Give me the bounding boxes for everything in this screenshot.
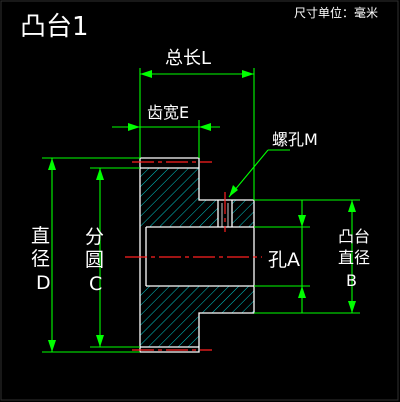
- arrow-L-right: [242, 70, 254, 78]
- arrow-E-right: [199, 123, 211, 131]
- label-pitch-2: 圆: [85, 249, 104, 271]
- arrow-A-bottom: [298, 286, 306, 298]
- arrow-D-bottom: [48, 340, 56, 352]
- label-hole: 孔A: [268, 249, 300, 271]
- dimension-arrows: [48, 70, 356, 352]
- section-lower: [140, 286, 254, 347]
- label-boss-1: 凸台: [338, 227, 370, 246]
- label-boss-2: 直径: [338, 248, 370, 267]
- label-diameter-2: 径: [31, 248, 50, 270]
- label-pitch-1: 分: [85, 226, 104, 248]
- arrow-screw-leader: [229, 185, 238, 197]
- arrow-B-top: [348, 200, 356, 212]
- arrow-C-top: [96, 168, 104, 180]
- arrow-D-top: [48, 158, 56, 170]
- section-upper-boss: [232, 200, 254, 227]
- units-note: 尺寸单位：毫米: [294, 5, 378, 20]
- arrow-L-left: [140, 70, 152, 78]
- arrow-E-left: [128, 123, 140, 131]
- label-screw-hole: 螺孔M: [272, 130, 318, 149]
- arrow-A-top: [298, 215, 306, 227]
- arrow-B-bottom: [348, 301, 356, 313]
- label-boss-3: B: [346, 271, 357, 290]
- dimension-labels: 总长L 齿宽E 螺孔M 孔A 直 径 D 分 圆 C 凸台 直径 B: [31, 48, 370, 295]
- label-tooth-width: 齿宽E: [147, 103, 189, 122]
- arrow-C-bottom: [96, 335, 104, 347]
- label-diameter-3: D: [36, 272, 51, 294]
- section-upper-gear: [140, 168, 218, 227]
- label-diameter-1: 直: [31, 225, 50, 247]
- label-pitch-3: C: [89, 273, 102, 295]
- label-total-length: 总长L: [165, 48, 211, 69]
- diagram-title: 凸台1: [20, 12, 89, 42]
- centerlines: [125, 161, 262, 351]
